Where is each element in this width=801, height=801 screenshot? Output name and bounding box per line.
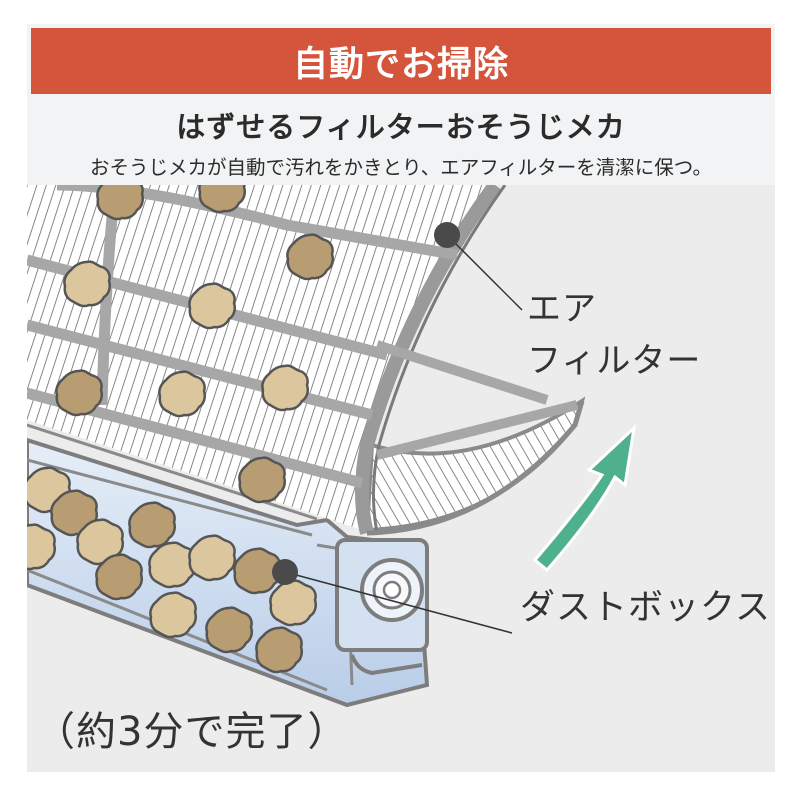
lift-arrow-icon (532, 423, 637, 573)
air-filter-label-line1: エア (527, 289, 597, 329)
air-filter-label-line2: フィルター (527, 341, 702, 381)
banner-title: 自動でお掃除 (292, 44, 509, 85)
header-banner: 自動でお掃除 (31, 28, 771, 94)
feature-subtitle: はずせるフィルターおそうじメカ (176, 110, 626, 144)
filter-cleaning-illustration: エア フィルター ダストボックス （約3分で完了） (27, 185, 775, 772)
air-filter-label: エア フィルター (527, 283, 701, 387)
feature-description: おそうじメカが自動で汚れをかきとり、エアフィルターを清潔に保つ。 (89, 156, 713, 179)
feature-panel: 自動でお掃除 はずせるフィルターおそうじメカ おそうじメカが自動で汚れをかきとり… (27, 24, 775, 772)
dust-box-label: ダストボックス (520, 588, 771, 628)
air-filter-graphic (27, 185, 586, 536)
duration-note: （約3分で完了） (35, 709, 349, 755)
